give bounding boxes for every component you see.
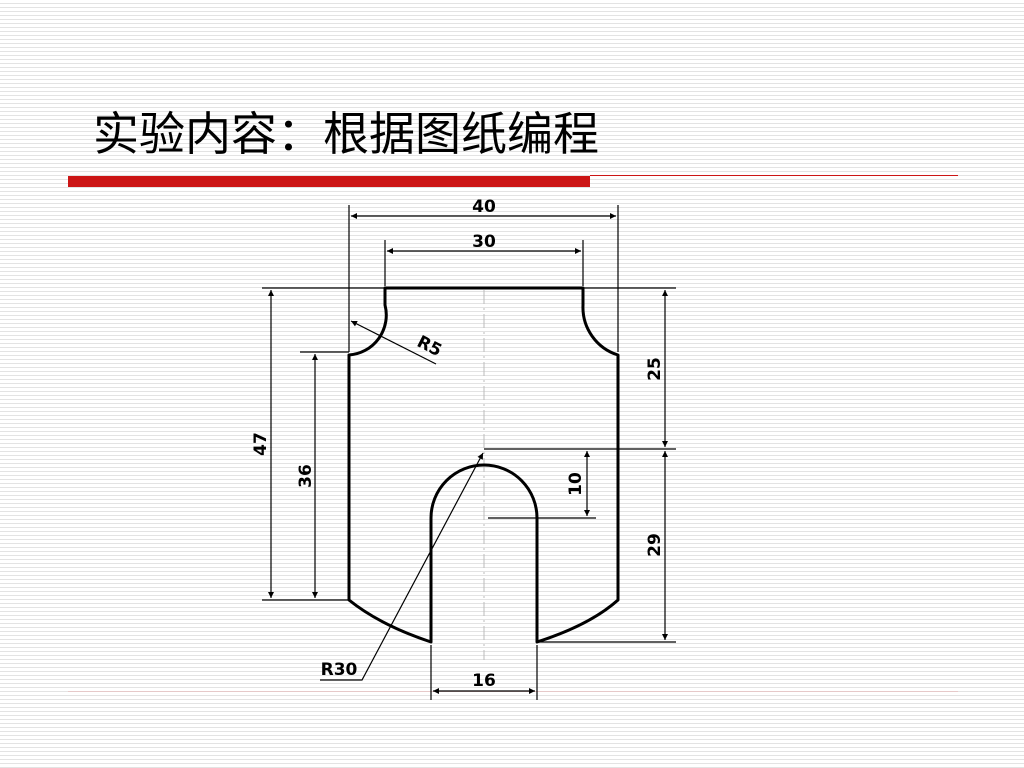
slide-title: 实验内容：根据图纸编程 bbox=[93, 107, 599, 161]
dimension-lines bbox=[268, 213, 668, 694]
dim-text-25: 25 bbox=[645, 357, 665, 381]
part-outline bbox=[347, 286, 620, 644]
dim-text-30: 30 bbox=[472, 232, 496, 252]
title-underline-thin bbox=[590, 175, 958, 176]
leader-r5 bbox=[350, 320, 437, 365]
dim-text-r5: R5 bbox=[414, 332, 445, 361]
extension-lines bbox=[262, 205, 676, 700]
dim-text-10: 10 bbox=[566, 472, 586, 496]
dim-text-16: 16 bbox=[472, 671, 496, 691]
dim-text-36: 36 bbox=[296, 464, 316, 488]
dim-text-40: 40 bbox=[472, 197, 496, 217]
dim-text-47: 47 bbox=[251, 432, 271, 456]
dim-text-29: 29 bbox=[645, 533, 665, 557]
leader-r30 bbox=[320, 452, 484, 681]
dim-text-r30: R30 bbox=[321, 660, 358, 680]
title-underline-bar bbox=[68, 176, 590, 187]
